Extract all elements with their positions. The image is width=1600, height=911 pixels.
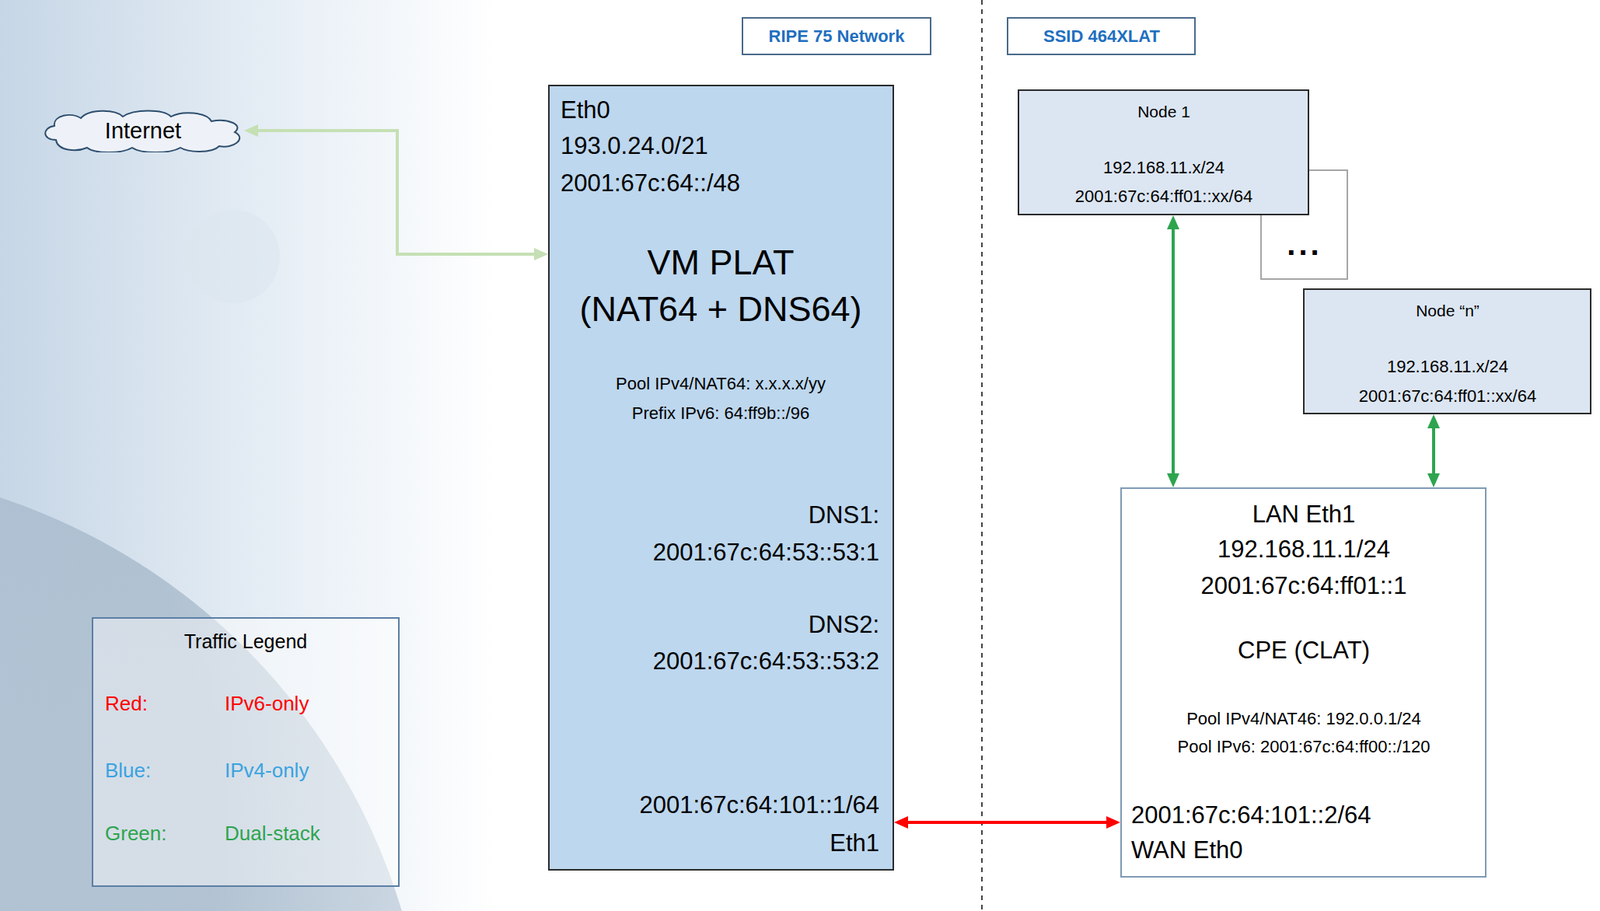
- earth-art: [0, 466, 428, 911]
- connector-line: [906, 820, 1108, 825]
- node-text: CPE (CLAT): [1237, 635, 1370, 665]
- moon-art: [186, 209, 280, 304]
- node-heading: Internet: [104, 117, 182, 145]
- node-text: VM PLAT: [646, 241, 794, 284]
- node-text: Pool IPv4/NAT64: x.x.x.x/yy: [615, 373, 826, 395]
- arrow-head: [894, 816, 909, 829]
- connector: [1427, 414, 1440, 488]
- node-text: 2001:67c:64:53::53:2: [653, 646, 880, 676]
- node-heading: LAN Eth1: [1252, 499, 1356, 529]
- cpe-router-box: LAN Eth1 192.168.11.1/24 2001:67c:64:ff01:…: [1120, 487, 1487, 878]
- connector: [244, 124, 549, 261]
- node-text: 2001:67c:64:101::2/64: [1131, 800, 1372, 830]
- legend-text: Dual-stack: [224, 821, 321, 846]
- plat-server-box: Eth0193.0.24.0/212001:67c:64::/48VM PLAT…: [548, 84, 895, 871]
- connector-line: [1432, 426, 1436, 476]
- arrow-head: [1427, 473, 1440, 488]
- cloud-outline: [45, 111, 240, 154]
- node-text: Eth1: [829, 828, 880, 858]
- connector: [1166, 215, 1180, 488]
- client-node-box: Node 1192.168.11.x/242001:67c:64:ff01::x…: [1017, 89, 1310, 216]
- legend-key-label: Green:: [104, 821, 168, 846]
- legend-text: IPv4-only: [224, 758, 309, 783]
- legend-key-label: Blue:: [104, 758, 151, 783]
- legend-color-key: Green:: [104, 821, 168, 846]
- node-text: WAN Eth0: [1131, 835, 1244, 865]
- legend-text: IPv6-only: [224, 691, 309, 717]
- node-text: Pool IPv4/NAT46: 192.0.0.1/24: [1186, 709, 1422, 730]
- connector-line: [256, 130, 536, 255]
- node-heading: Node 1: [1137, 101, 1191, 122]
- node-text: Pool IPv6: 2001:67c:64:ff00::/120: [1177, 737, 1431, 758]
- node-text: Prefix IPv6: 64:ff9b::/96: [632, 403, 810, 424]
- arrow-head: [1106, 816, 1121, 829]
- node-heading: ...: [1286, 225, 1322, 263]
- node-text: 2001:67c:64:ff01::xx/64: [1075, 186, 1253, 207]
- legend-box: Traffic LegendRed: IPv6-onlyBlue: IPv4-onl…: [91, 617, 400, 888]
- node-text: 193.0.24.0/21: [560, 131, 709, 161]
- arrow-head: [534, 248, 549, 261]
- connector-line: [1171, 227, 1175, 476]
- node-heading: SSID 464XLAT: [1043, 26, 1160, 47]
- cloud-node: Internet: [40, 108, 251, 153]
- node-text: (NAT64 + DNS64): [579, 288, 862, 331]
- connector: [894, 816, 1121, 829]
- arrow-head: [1166, 473, 1180, 488]
- node-text: 2001:67c:64:ff01::1: [1201, 571, 1408, 601]
- node-text: 2001:67c:64:ff01::xx/64: [1358, 386, 1537, 407]
- node-heading: RIPE 75 Network: [768, 26, 905, 47]
- node-heading: Eth0: [560, 95, 611, 125]
- node-text: 192.168.11.x/24: [1103, 157, 1225, 179]
- node-heading: Node “n”: [1415, 300, 1480, 321]
- zone-tag: RIPE 75 Network: [741, 17, 932, 56]
- node-text: DNS2:: [808, 610, 880, 640]
- node-text: 2001:67c:64:53::53:1: [653, 537, 880, 567]
- legend-color-key: Blue:: [104, 758, 151, 783]
- client-node-box: Node “n” 192.168.11.x/24 2001:67c:64:ff01:…: [1303, 288, 1592, 415]
- node-text: 192.168.11.x/24: [1386, 356, 1509, 378]
- zone-tag: SSID 464XLAT: [1006, 17, 1196, 56]
- arrow-head: [1166, 215, 1180, 230]
- legend-color-key: Red:: [104, 691, 148, 717]
- node-text: DNS1:: [808, 500, 880, 530]
- divider-line: [981, 0, 983, 911]
- node-heading: Traffic Legend: [184, 629, 308, 654]
- legend-key-label: Red:: [104, 691, 148, 716]
- node-text: 2001:67c:64::/48: [560, 168, 741, 198]
- node-text: 2001:67c:64:101::1/64: [639, 790, 880, 820]
- arrow-head: [244, 124, 259, 137]
- arrow-head: [1427, 414, 1440, 429]
- node-text: 192.168.11.1/24: [1217, 534, 1391, 564]
